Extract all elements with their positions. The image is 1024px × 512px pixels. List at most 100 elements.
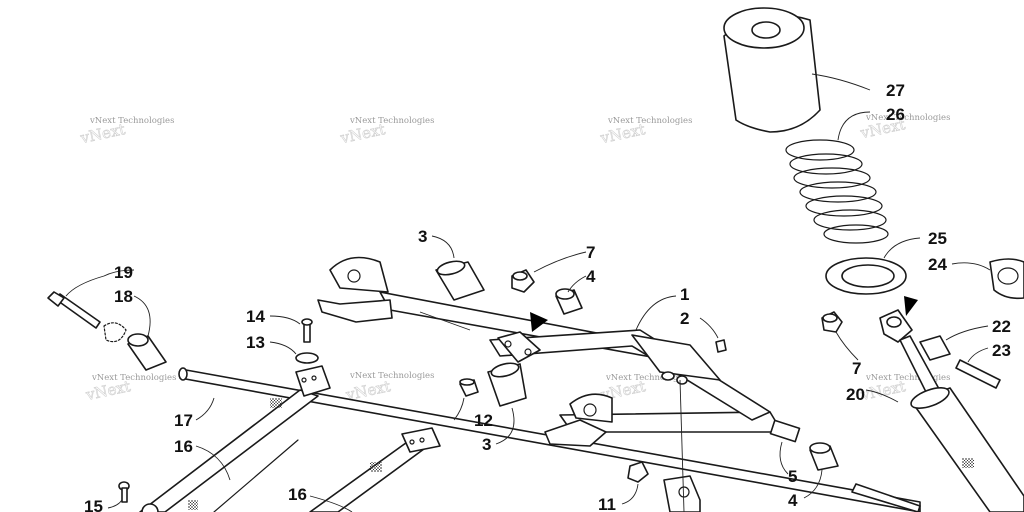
spacer-4-upper [555, 288, 583, 315]
shock-cylinder-top [910, 387, 950, 409]
leader-2 [699, 317, 719, 339]
spring-coil [799, 181, 877, 203]
leader-19 [65, 269, 135, 297]
leader-12 [453, 397, 465, 421]
callout-5: 5 [788, 467, 797, 486]
spacer-22 [919, 335, 951, 361]
bolt-hole [311, 375, 317, 381]
leader-3-lower [495, 407, 515, 445]
washer-13 [295, 352, 319, 364]
retainer-body [989, 258, 1024, 300]
watermark-text: vNext Technologies [865, 113, 950, 123]
rail-bracket-right [401, 427, 441, 453]
callout-4-upper: 4 [586, 267, 596, 286]
leader-3-upper [431, 235, 455, 259]
bolt-14 [301, 318, 313, 343]
nut-12 [459, 378, 479, 397]
direction-arrow [530, 312, 548, 332]
rail-hatch [270, 398, 282, 408]
leader-4-upper [567, 275, 587, 293]
nut-7-right [821, 311, 843, 333]
bushing-end [436, 260, 466, 276]
leader-16-right [309, 495, 353, 512]
callout-3-lower: 3 [482, 435, 491, 454]
leader-15 [107, 499, 123, 509]
shock-cover-27 [723, 7, 821, 133]
leader-1 [635, 295, 677, 331]
leader-4-lower [803, 469, 823, 499]
leader-25 [883, 237, 921, 259]
a-arm-bushing [661, 371, 675, 381]
leader-center-vertical [679, 379, 685, 512]
callout-1: 1 [680, 285, 689, 304]
bolt-19 [47, 291, 101, 329]
bolt-shank [303, 323, 311, 343]
watermark-text: vNext Technologies [605, 373, 690, 383]
callout-20: 20 [846, 385, 865, 404]
nut-top [822, 313, 838, 323]
bolt-hole [409, 439, 415, 445]
callout-16-right: 16 [288, 485, 307, 504]
callout-14: 14 [246, 307, 265, 326]
nut-11 [627, 461, 649, 483]
rail-bracket-left [295, 365, 331, 397]
rail-hatch [188, 500, 198, 510]
shock-upper-eye [879, 309, 913, 343]
a-arm-end-sleeve [769, 419, 801, 443]
callouts: 27 26 25 24 22 23 7 20 1 2 7 4 3 3 12 14… [84, 81, 1011, 512]
nut-top [459, 378, 475, 386]
leader-13 [269, 341, 297, 355]
eye-hole [886, 316, 902, 328]
a-arm-center-plate [631, 334, 721, 381]
callout-24: 24 [928, 255, 947, 274]
bushing-end [127, 333, 149, 347]
leader-22 [945, 325, 989, 341]
leader-7-right [835, 331, 859, 361]
callout-4-lower: 4 [788, 491, 798, 510]
a-arm-assembly [317, 256, 801, 447]
bolt-shank [121, 487, 128, 503]
bushing-end [490, 362, 520, 378]
rail-hatch [370, 462, 382, 472]
leader-7-upper [533, 251, 587, 273]
shock-cover-hole [751, 21, 781, 39]
seat-inner [841, 264, 895, 288]
spacer-end [809, 442, 831, 454]
leader-alignment [419, 311, 471, 331]
leader-18 [133, 295, 151, 337]
spring-coil [805, 195, 883, 217]
callout-13: 13 [246, 333, 265, 352]
pivot-bracket-lower [544, 419, 607, 447]
callout-27: 27 [886, 81, 905, 100]
bushing-18 [127, 333, 167, 371]
bolt-15 [118, 481, 130, 503]
spring-seat-25 [825, 257, 907, 295]
sleeve-dashed [103, 322, 127, 343]
retainer-hole [997, 267, 1019, 285]
watermark-text: vNext Technologies [91, 373, 176, 383]
leader-17 [195, 397, 215, 421]
frame-rails [139, 365, 921, 512]
spring-coil [789, 153, 863, 175]
callout-15: 15 [84, 497, 103, 512]
leader-5 [779, 441, 789, 475]
watermark-text: vNext Technologies [349, 116, 434, 126]
bolt-head [47, 291, 65, 307]
bushing-3-lower [487, 362, 527, 407]
shock-label [962, 458, 974, 468]
watermark-group: vNext vNext Technologies vNext vNext Tec… [78, 113, 951, 405]
shaft-end [178, 367, 188, 381]
grease-fitting-2 [715, 339, 727, 353]
leader-20 [865, 389, 899, 403]
shock-body-20 [899, 335, 1024, 512]
leader-26 [837, 111, 871, 141]
pivot-cap-upper [329, 256, 389, 293]
callout-7-upper: 7 [586, 243, 595, 262]
pivot-cap-hole [583, 403, 597, 417]
leader-14 [269, 315, 301, 325]
callout-12: 12 [474, 411, 493, 430]
callout-2: 2 [680, 309, 689, 328]
bushing-3-upper [435, 260, 485, 301]
